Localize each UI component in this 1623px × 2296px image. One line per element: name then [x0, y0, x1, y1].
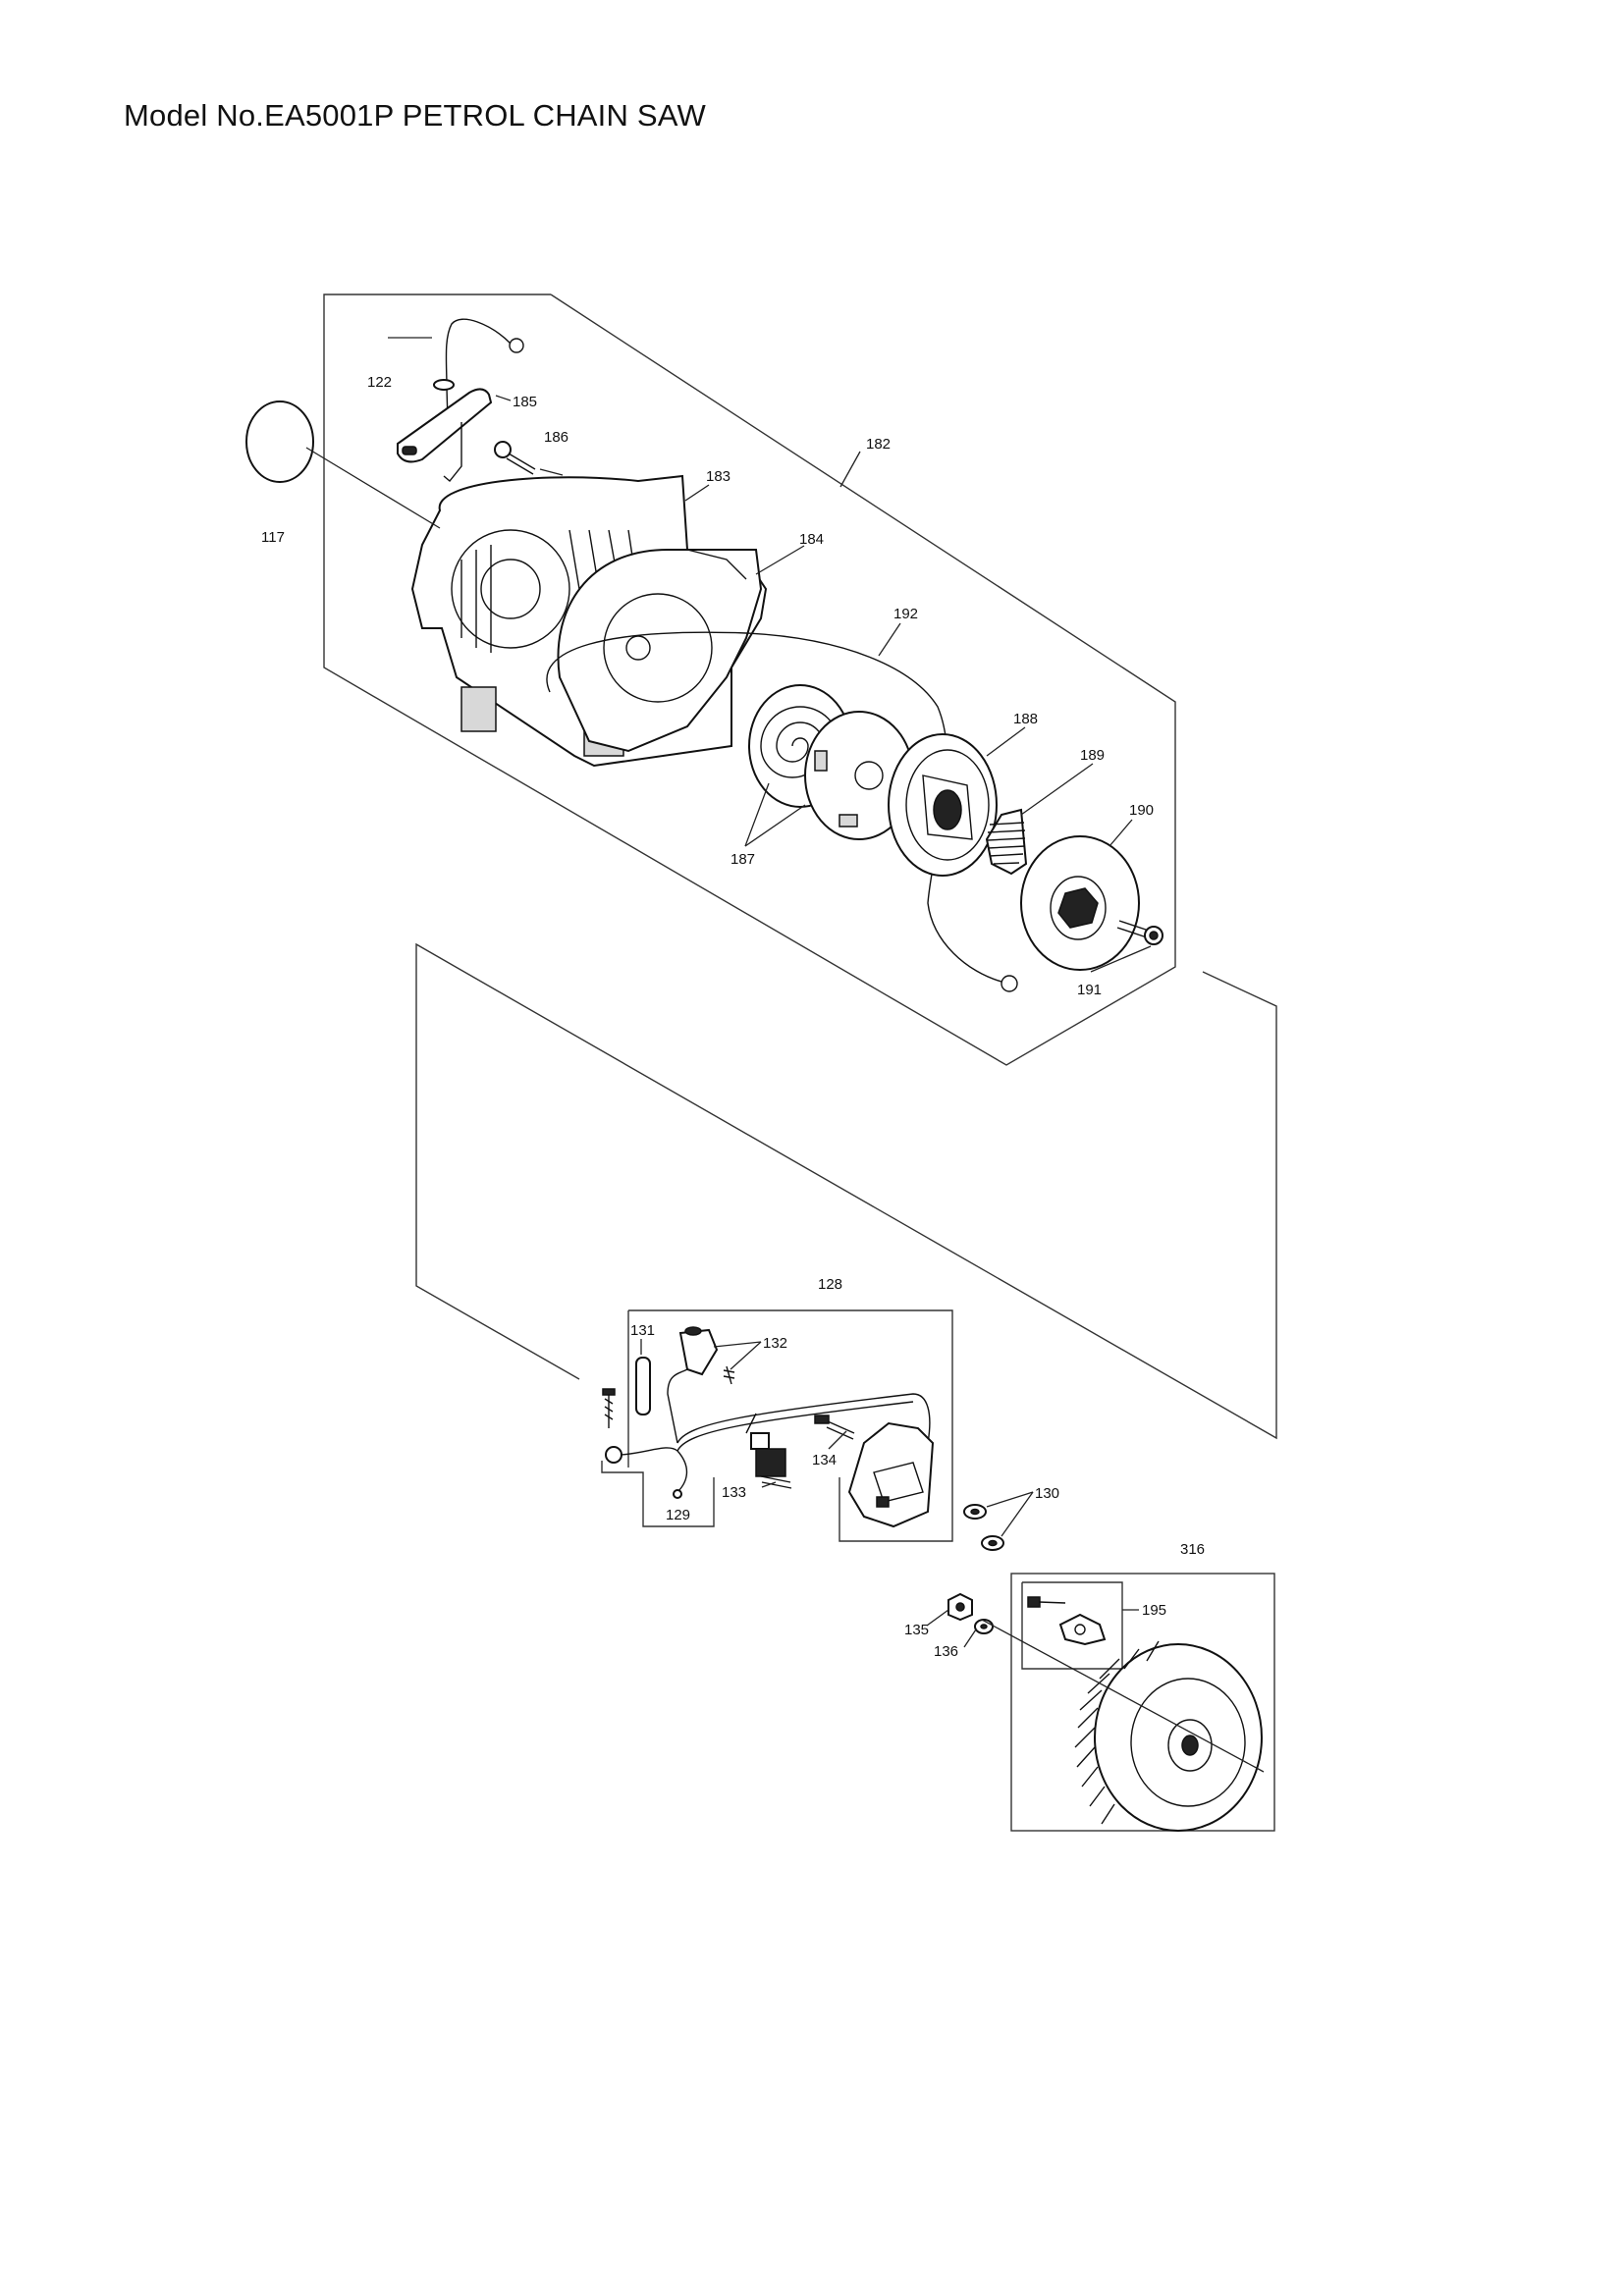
spark-plug-part-133 [745, 1413, 792, 1489]
ignition-lead-wire [676, 1393, 931, 1452]
cap-part-117 [245, 400, 314, 483]
ignition-coil-box [627, 1309, 953, 1542]
ground-wire-part-129 [605, 1446, 688, 1499]
callout-186: 186 [544, 429, 568, 446]
callout-122: 122 [367, 374, 392, 391]
callout-191: 191 [1077, 982, 1102, 998]
callout-131: 131 [630, 1322, 655, 1339]
callout-133: 133 [722, 1484, 746, 1501]
ground-screw-icon [602, 1388, 616, 1428]
leader-lines [305, 337, 1265, 1773]
callout-183: 183 [706, 468, 730, 485]
callout-187: 187 [730, 851, 755, 868]
callout-128: 128 [818, 1276, 842, 1293]
page-title: Model No.EA5001P PETROL CHAIN SAW [124, 98, 706, 133]
callout-188: 188 [1013, 711, 1038, 727]
pin-part-131 [635, 1357, 651, 1415]
callout-195: 195 [1142, 1602, 1166, 1619]
ignition-coil-icon [847, 1421, 935, 1528]
ground-wire-box [601, 1461, 715, 1527]
callout-129: 129 [666, 1507, 690, 1523]
pawl-kit-part-195 [1027, 1596, 1107, 1646]
callout-316: 316 [1180, 1541, 1205, 1558]
flywheel-box [1010, 1573, 1275, 1832]
callout-labels: 117 122 185 186 182 183 184 192 188 189 … [261, 374, 1205, 1660]
washers-part-130 [963, 1504, 1004, 1551]
callout-136: 136 [934, 1643, 958, 1660]
flywheel-part-316 [1074, 1640, 1263, 1832]
starter-handle-part-185 [397, 388, 493, 482]
spring-part-189 [985, 808, 1028, 876]
nut-part-135 [947, 1592, 973, 1622]
bolt-part-191 [1116, 920, 1163, 945]
callout-190: 190 [1129, 802, 1154, 819]
callout-185: 185 [513, 394, 537, 410]
callout-134: 134 [812, 1452, 837, 1468]
starter-assembly-frame [323, 294, 1176, 1066]
washer-part-136 [974, 1619, 994, 1634]
callout-130: 130 [1035, 1485, 1059, 1502]
pulley-part-190 [1020, 835, 1140, 971]
rope-reel-part-188 [888, 733, 998, 877]
guide-plate-part-184 [557, 549, 763, 753]
screw-part-186 [494, 441, 536, 475]
ignition-section-frame [415, 942, 1277, 1440]
callout-192: 192 [893, 606, 918, 622]
screw-part-134 [814, 1415, 855, 1440]
plug-cap-part-132 [667, 1326, 735, 1444]
rope-part-192 [546, 631, 1018, 992]
callout-182: 182 [866, 436, 891, 453]
callout-184: 184 [799, 531, 824, 548]
starter-rope-part-122 [433, 318, 524, 423]
spiral-spring-part-187 [748, 684, 914, 840]
callout-189: 189 [1080, 747, 1105, 764]
callout-135: 135 [904, 1622, 929, 1638]
callout-132: 132 [763, 1335, 787, 1352]
callout-117: 117 [261, 529, 285, 546]
